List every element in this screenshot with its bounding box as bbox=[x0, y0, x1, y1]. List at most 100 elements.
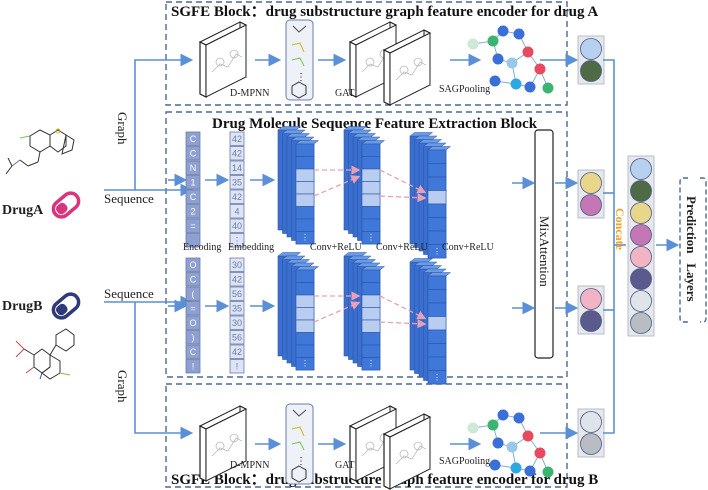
cell-box bbox=[185, 218, 201, 233]
cell-box bbox=[229, 175, 245, 190]
token-cell: O bbox=[185, 315, 201, 330]
embedding-cell: 30 bbox=[229, 257, 245, 272]
graph-node bbox=[506, 57, 518, 69]
slab-front-edge bbox=[199, 41, 207, 98]
feature-vector-sequence-a bbox=[577, 169, 605, 219]
token-cell: 2 bbox=[185, 204, 201, 219]
cube-cell bbox=[361, 269, 381, 283]
graph-node bbox=[487, 419, 499, 431]
token-cell: C bbox=[185, 131, 201, 146]
cube-cell bbox=[427, 356, 447, 371]
cell-value: C bbox=[190, 275, 197, 285]
token-cell: ) bbox=[185, 330, 201, 345]
cell-value: N bbox=[190, 163, 197, 173]
cell-value: C bbox=[190, 347, 197, 357]
cell-value: 30 bbox=[232, 260, 242, 270]
token-cell: = bbox=[185, 301, 201, 316]
embedding-cell: 4 bbox=[229, 204, 245, 219]
graph-node bbox=[542, 82, 554, 94]
cell-box bbox=[185, 286, 201, 301]
highlighted-cell bbox=[361, 307, 381, 321]
sagpooling-label-a: SAGPooling bbox=[439, 84, 490, 95]
embedding-cell: 42 bbox=[229, 344, 245, 359]
cell-box bbox=[229, 160, 245, 175]
drug-a-sequence-label: Sequence bbox=[104, 191, 154, 206]
slab-front-edge bbox=[383, 49, 391, 106]
drug-b-sequence-label: Sequence bbox=[104, 286, 154, 301]
cell-box bbox=[185, 315, 201, 330]
feature-circle bbox=[580, 38, 602, 60]
embedding-cell: 42 bbox=[229, 146, 245, 161]
cell-box bbox=[185, 233, 201, 248]
graph-node bbox=[534, 63, 546, 75]
cell-box bbox=[185, 160, 201, 175]
receptive-field-arrow bbox=[379, 169, 427, 194]
highlighted-cell bbox=[295, 294, 315, 308]
cell-box bbox=[229, 359, 245, 374]
embedding-cell: 30 bbox=[229, 315, 245, 330]
cell-value: 56 bbox=[232, 289, 242, 299]
cell-value: 14 bbox=[232, 163, 242, 173]
graph-node bbox=[492, 437, 504, 449]
cell-value: 30 bbox=[232, 318, 242, 328]
embedding-cell: 42 bbox=[229, 131, 245, 146]
embedding-cell: 42 bbox=[229, 272, 245, 287]
cube-cell bbox=[361, 231, 381, 245]
conv1-label: Conv+ReLU bbox=[310, 242, 363, 253]
cell-box bbox=[229, 330, 245, 345]
slab-ring bbox=[399, 449, 409, 459]
embedding-cell: 40 bbox=[229, 218, 245, 233]
cell-box bbox=[185, 301, 201, 316]
highlighted-cell bbox=[361, 193, 381, 207]
cube-cell bbox=[295, 282, 315, 296]
conv2-label: Conv+ReLU bbox=[376, 242, 429, 253]
cube-cell bbox=[427, 244, 447, 259]
drug-b-graph-label: Graph bbox=[115, 370, 130, 403]
fragment-2 bbox=[291, 426, 305, 437]
cell-value: 42 bbox=[232, 149, 242, 159]
cell-box bbox=[229, 131, 245, 146]
sagpooling-label-b: SAGPooling bbox=[439, 456, 490, 467]
highlighted-cell bbox=[361, 181, 381, 195]
drug-b-name: DrugB bbox=[2, 299, 42, 314]
graph-node bbox=[467, 38, 479, 50]
conv-feature-map-1: ⋮ bbox=[277, 126, 320, 245]
graph-node bbox=[489, 459, 501, 471]
cell-value: ) bbox=[192, 333, 195, 343]
dmpnn-label-b: D-MPNN bbox=[230, 460, 269, 471]
encoding-label: Encoding bbox=[183, 242, 221, 253]
cell-value: O bbox=[189, 318, 196, 328]
cell-box bbox=[185, 175, 201, 190]
cube-cell bbox=[361, 143, 381, 157]
slab-ring bbox=[229, 49, 239, 59]
cube-cell bbox=[295, 332, 315, 346]
cell-box bbox=[185, 131, 201, 146]
prediction-layers-box bbox=[679, 177, 707, 323]
graph-node bbox=[522, 430, 534, 442]
cube-cell bbox=[427, 203, 447, 218]
slab-ring bbox=[215, 441, 225, 451]
token-cell: = bbox=[185, 218, 201, 233]
cell-value: ! bbox=[192, 362, 195, 372]
highlighted-cell bbox=[295, 168, 315, 182]
slab-face bbox=[389, 32, 431, 106]
feature-circle bbox=[630, 224, 652, 246]
sgfe-pipeline-a: ⋮ bbox=[198, 19, 554, 106]
cube-cell bbox=[361, 332, 381, 346]
cell-box bbox=[229, 301, 245, 316]
feature-circle bbox=[630, 312, 652, 334]
highlighted-cell bbox=[295, 319, 315, 333]
embedding-cell: 56 bbox=[229, 286, 245, 301]
cell-box bbox=[185, 189, 201, 204]
graph-node bbox=[506, 441, 518, 453]
cell-box bbox=[185, 359, 201, 374]
gat-layer-2-icon bbox=[382, 413, 432, 490]
substructure-set-icon: ⋮ bbox=[285, 403, 314, 485]
token-cell: C bbox=[185, 189, 201, 204]
embedding-cell: 42 bbox=[229, 189, 245, 204]
cube-top bbox=[277, 252, 302, 257]
cell-value: 1 bbox=[190, 178, 195, 188]
cell-value: 42 bbox=[232, 275, 242, 285]
feature-vector-graph-a bbox=[577, 35, 605, 85]
